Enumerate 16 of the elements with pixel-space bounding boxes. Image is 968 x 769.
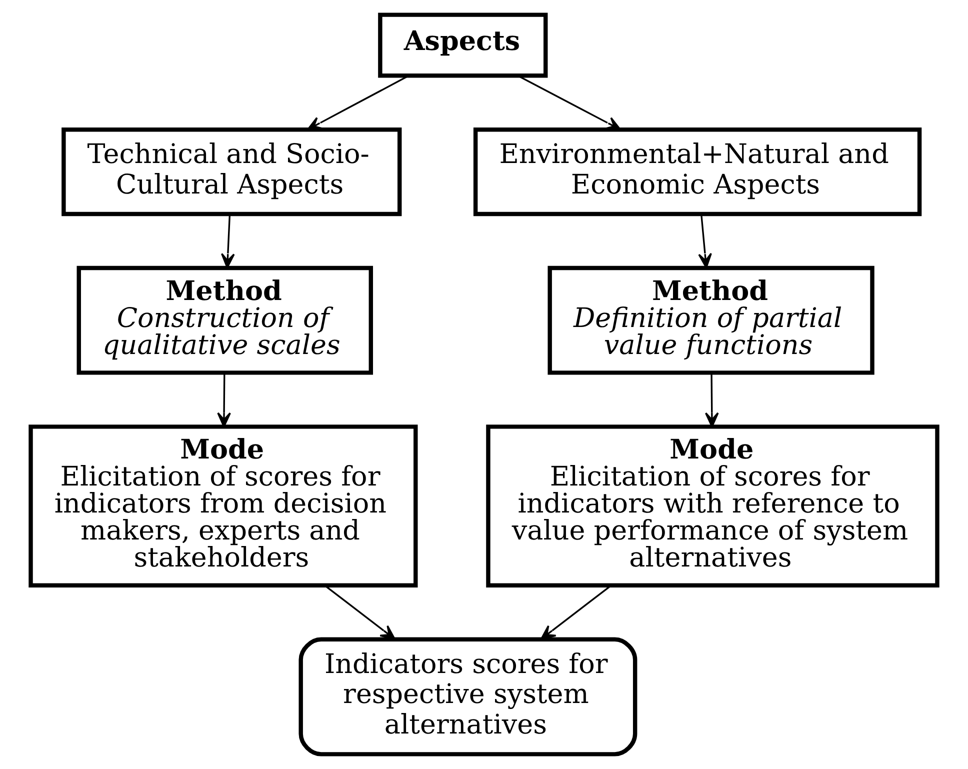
node-box: Mode Elicitation of scores for indicators with reference to value performance of system alternatives — [486, 424, 940, 588]
arrow — [698, 214, 712, 268]
arrow — [324, 584, 396, 640]
arrow — [518, 75, 622, 130]
node-box: Environmental+Natural and Economic Aspects — [473, 128, 922, 216]
arrow — [220, 214, 235, 268]
arrow — [217, 372, 231, 428]
node-box: Method Definition of partial value functions — [548, 266, 874, 375]
node-box: Method Construction of qualitative scales — [76, 266, 373, 375]
node-box: Technical and Socio-Cultural Aspects — [62, 128, 402, 216]
node-box: Aspects — [378, 12, 548, 78]
node-box: Indicators scores for respective system alternatives — [298, 637, 638, 756]
arrow — [540, 584, 612, 640]
arrow — [306, 75, 410, 130]
node-box: Mode Elicitation of scores for indicators from decision makers, experts and stakeholders — [28, 424, 418, 588]
arrow — [704, 372, 719, 428]
